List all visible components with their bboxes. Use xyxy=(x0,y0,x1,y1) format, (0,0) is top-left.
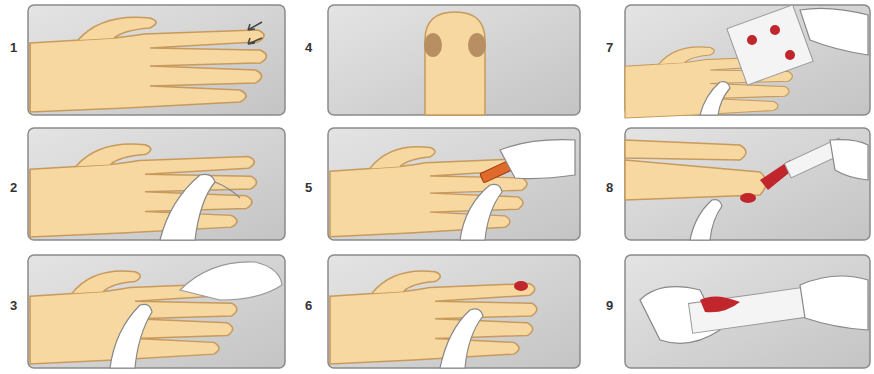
callout-number: 9 xyxy=(606,298,613,313)
callout-number: 4 xyxy=(305,40,312,55)
callout-number: 2 xyxy=(10,180,17,195)
step-4-fingertip xyxy=(424,12,486,115)
callout-number: 8 xyxy=(606,180,613,195)
step-5-lancet xyxy=(330,140,575,240)
callout-number: 5 xyxy=(305,180,312,195)
panel-frames xyxy=(28,5,870,368)
step-1-hand xyxy=(30,17,266,112)
step-7-slide-drops xyxy=(625,5,868,118)
callout-number: 1 xyxy=(10,40,17,55)
step-2-press xyxy=(30,144,257,240)
step-3-wipe xyxy=(30,262,282,368)
callout-number: 6 xyxy=(305,298,312,313)
step-6-drop xyxy=(330,271,537,368)
callout-number: 3 xyxy=(10,298,17,313)
callout-number: 7 xyxy=(606,40,613,55)
step-8-spread xyxy=(625,138,868,240)
step-9-smear xyxy=(640,276,868,343)
